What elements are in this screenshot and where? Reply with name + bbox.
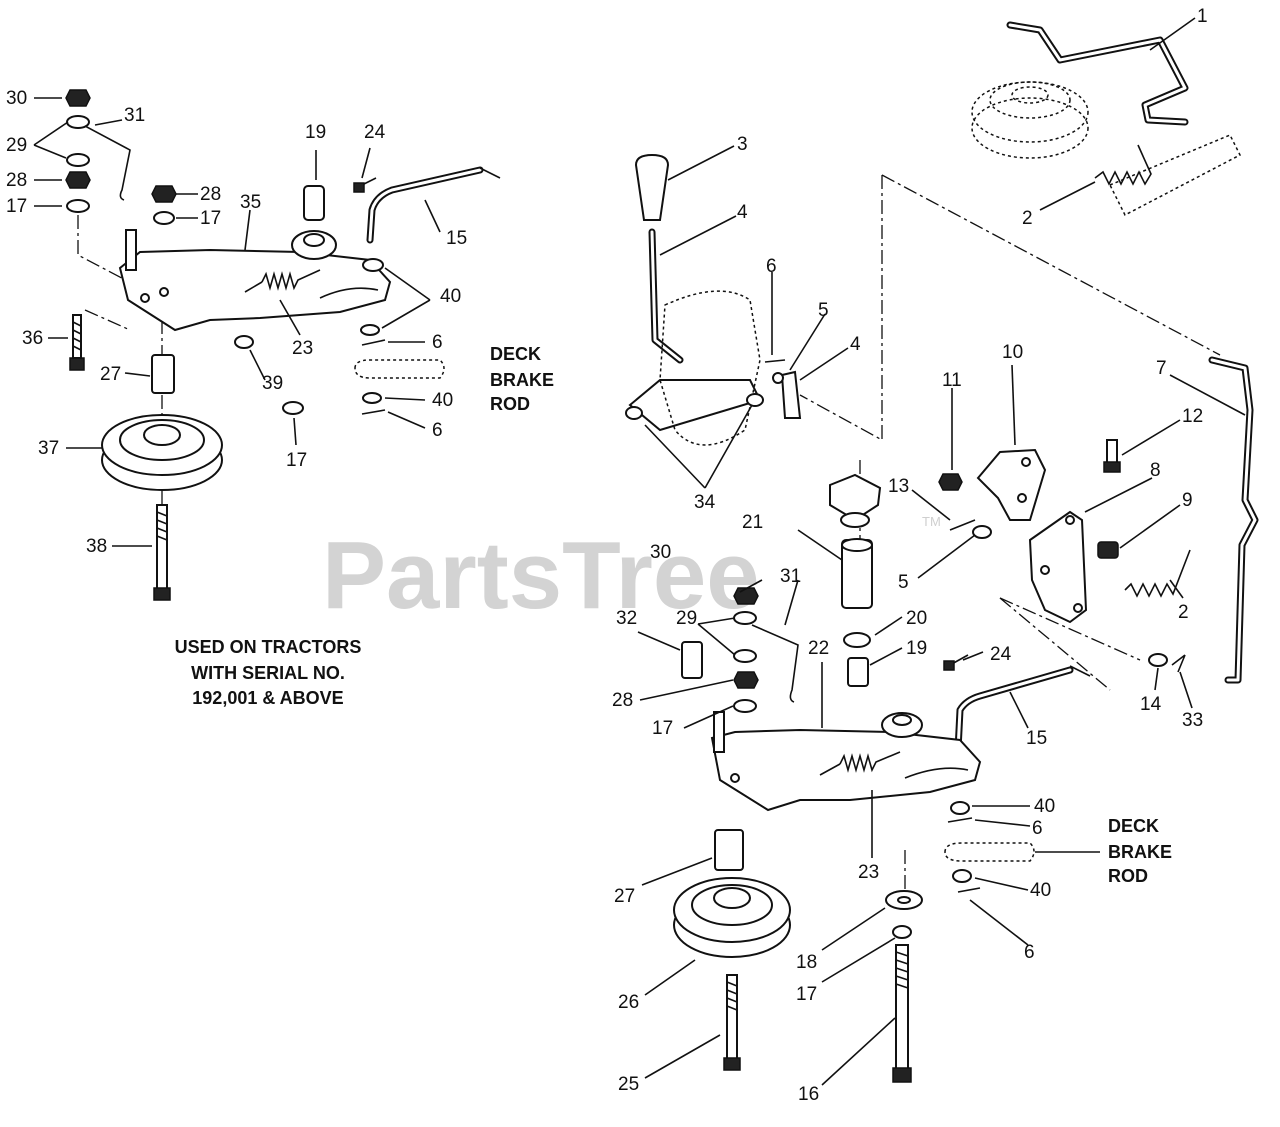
callout-right-15: 15 [1026, 728, 1047, 749]
watermark-brand: PartsTree [322, 522, 760, 629]
svg-text:DECK: DECK [490, 344, 541, 364]
callout-left-36: 36 [22, 328, 43, 349]
callout-left-39: 39 [262, 373, 283, 394]
serial-note-line-1: USED ON TRACTORS [175, 637, 362, 657]
callout-left-15: 15 [446, 228, 467, 249]
callout-left-23: 23 [292, 338, 313, 359]
callout-right-22: 22 [808, 638, 829, 659]
callout-right-31: 31 [780, 566, 801, 587]
callout-right-5: 5 [818, 300, 829, 321]
callout-left-6: 6 [432, 332, 443, 353]
callout-left-17: 17 [6, 196, 27, 217]
svg-text:BRAKE: BRAKE [1108, 842, 1172, 862]
callout-right-23: 23 [858, 862, 879, 883]
callout-right-40b: 40 [1030, 880, 1051, 901]
callout-right-6: 6 [1032, 818, 1043, 839]
callout-right-3: 3 [737, 134, 748, 155]
bracket-10 [976, 448, 1047, 521]
callout-right-11: 11 [942, 370, 962, 391]
callout-left-29: 29 [6, 135, 27, 156]
callout-right-28: 28 [612, 690, 633, 711]
callout-right-40: 40 [1034, 796, 1055, 817]
callout-right-33: 33 [1182, 710, 1203, 731]
plate-8 [1028, 510, 1088, 624]
serial-note-line-2: WITH SERIAL NO. [191, 663, 345, 683]
callout-leaders [33, 17, 1246, 1086]
callout-left-37: 37 [38, 438, 59, 459]
callout-right-14: 14 [1140, 694, 1162, 715]
callout-right-18: 18 [796, 952, 817, 973]
callout-left-24: 24 [364, 122, 386, 143]
callout-right-1: 1 [1197, 6, 1208, 27]
callout-left-6b: 6 [432, 420, 443, 441]
callout-right-25: 25 [618, 1074, 639, 1095]
callout-right-24: 24 [990, 644, 1012, 665]
callout-right-8: 8 [1150, 460, 1161, 481]
callout-right-10: 10 [1002, 342, 1023, 363]
deck-brake-rod-label-right: DECK BRAKE ROD [1108, 816, 1172, 886]
callout-left-35: 35 [240, 192, 261, 213]
watermark-trademark: TM [922, 514, 941, 529]
callout-numbers: 30 31 29 28 28 17 17 19 24 35 15 40 23 3… [6, 6, 1208, 1105]
callout-right-20: 20 [906, 608, 927, 629]
callout-left-30: 30 [6, 88, 27, 109]
callout-right-19: 19 [906, 638, 927, 659]
callout-right-21: 21 [742, 512, 763, 533]
callout-right-5b: 5 [898, 572, 909, 593]
serial-note: USED ON TRACTORS WITH SERIAL NO. 192,001… [175, 637, 362, 708]
callout-left-31: 31 [124, 105, 145, 126]
serial-note-line-3: 192,001 & ABOVE [192, 688, 343, 708]
deck-brake-rod-label-left: DECK BRAKE ROD [490, 344, 554, 414]
callout-right-27: 27 [614, 886, 635, 907]
callout-right-6b: 6 [1024, 942, 1035, 963]
svg-text:DECK: DECK [1108, 816, 1159, 836]
callout-right-4: 4 [737, 202, 748, 223]
engine-pulley [971, 81, 1089, 159]
callout-right-30: 30 [650, 542, 671, 563]
svg-text:ROD: ROD [1108, 866, 1148, 886]
callout-left-28: 28 [6, 170, 27, 191]
callout-right-32: 32 [616, 608, 637, 629]
callout-left-17b: 17 [200, 208, 221, 229]
callout-left-17c: 17 [286, 450, 307, 471]
callout-left-27: 27 [100, 364, 121, 385]
callout-right-9: 9 [1182, 490, 1193, 511]
pulley-26 [673, 877, 791, 958]
svg-text:BRAKE: BRAKE [490, 370, 554, 390]
left-assembly [65, 89, 501, 601]
callout-right-26: 26 [618, 992, 639, 1013]
idler-bracket-22 [710, 728, 982, 812]
callout-right-13: 13 [888, 476, 909, 497]
callout-right-29: 29 [676, 608, 697, 629]
right-assembly [625, 21, 1259, 1083]
svg-text:ROD: ROD [490, 394, 530, 414]
callout-left-40b: 40 [432, 390, 453, 411]
spacer-19 [303, 185, 325, 221]
callout-right-16: 16 [798, 1084, 819, 1105]
callout-right-2: 2 [1022, 208, 1033, 229]
callout-left-38: 38 [86, 536, 107, 557]
callout-right-2b: 2 [1178, 602, 1189, 623]
callout-right-12: 12 [1182, 406, 1203, 427]
callout-right-17: 17 [652, 718, 673, 739]
callout-right-6: 6 [766, 256, 777, 277]
callout-right-4b: 4 [850, 334, 861, 355]
callout-right-7: 7 [1156, 358, 1167, 379]
callout-right-34: 34 [694, 492, 716, 513]
pulley-37 [101, 414, 223, 491]
callout-left-40: 40 [440, 286, 461, 307]
spring-23 [244, 269, 321, 293]
callout-left-19: 19 [305, 122, 326, 143]
callout-left-28b: 28 [200, 184, 221, 205]
callout-right-17b: 17 [796, 984, 817, 1005]
